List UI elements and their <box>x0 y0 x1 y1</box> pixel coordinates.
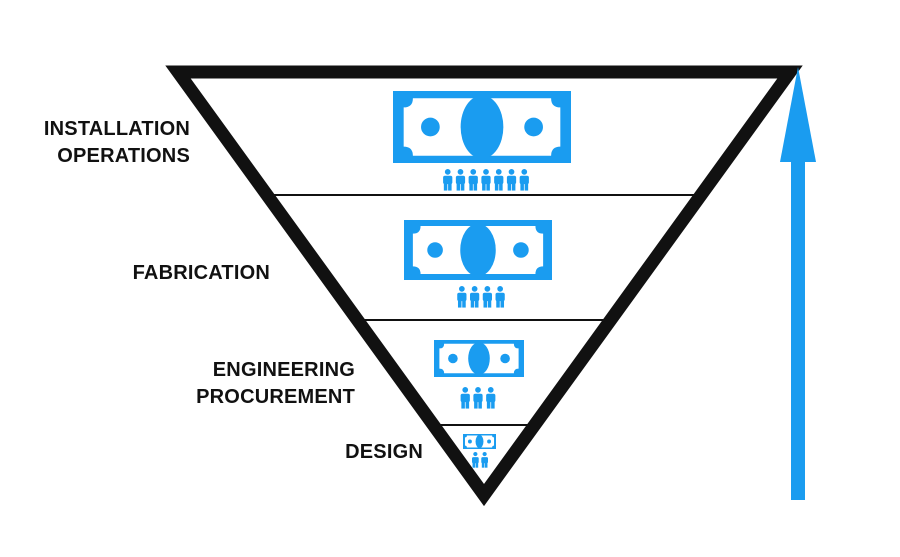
people-group <box>460 387 496 409</box>
person-icon <box>457 286 467 308</box>
dollar-bill-icon <box>393 91 571 163</box>
person-icon <box>481 452 488 468</box>
label-line: ENGINEERING <box>212 359 355 381</box>
person-icon <box>473 387 483 409</box>
people-group <box>443 169 529 191</box>
up-arrow-icon <box>780 67 816 500</box>
person-icon <box>486 387 496 409</box>
person-icon <box>506 169 517 191</box>
person-icon <box>481 169 491 191</box>
person-icon <box>472 452 479 468</box>
dollar-bill-icon <box>463 434 496 449</box>
person-icon <box>495 286 505 308</box>
label-line: FABRICATION <box>132 262 270 284</box>
level-label-design: DESIGN <box>345 439 423 466</box>
dollar-bill-icon <box>404 220 552 280</box>
level-label-installation-operations: INSTALLATION OPERATIONS <box>44 116 190 170</box>
person-icon <box>468 169 478 191</box>
person-icon <box>455 169 466 191</box>
money-layer <box>393 91 571 449</box>
person-icon <box>482 286 492 308</box>
label-line: PROCUREMENT <box>196 386 355 408</box>
people-layer <box>443 169 529 468</box>
person-icon <box>443 169 453 191</box>
level-label-engineering-procurement: ENGINEERING PROCUREMENT <box>196 357 355 411</box>
level-label-fabrication: FABRICATION <box>133 260 270 287</box>
people-group <box>457 286 505 308</box>
dollar-bill-icon <box>434 340 524 377</box>
person-icon <box>460 387 470 409</box>
person-icon <box>470 286 480 308</box>
people-group <box>472 452 488 468</box>
person-icon <box>519 169 529 191</box>
label-line: INSTALLATION <box>43 118 190 140</box>
pyramid-outline <box>165 65 803 507</box>
label-line: OPERATIONS <box>57 145 190 167</box>
person-icon <box>494 169 504 191</box>
label-line: DESIGN <box>345 441 423 463</box>
